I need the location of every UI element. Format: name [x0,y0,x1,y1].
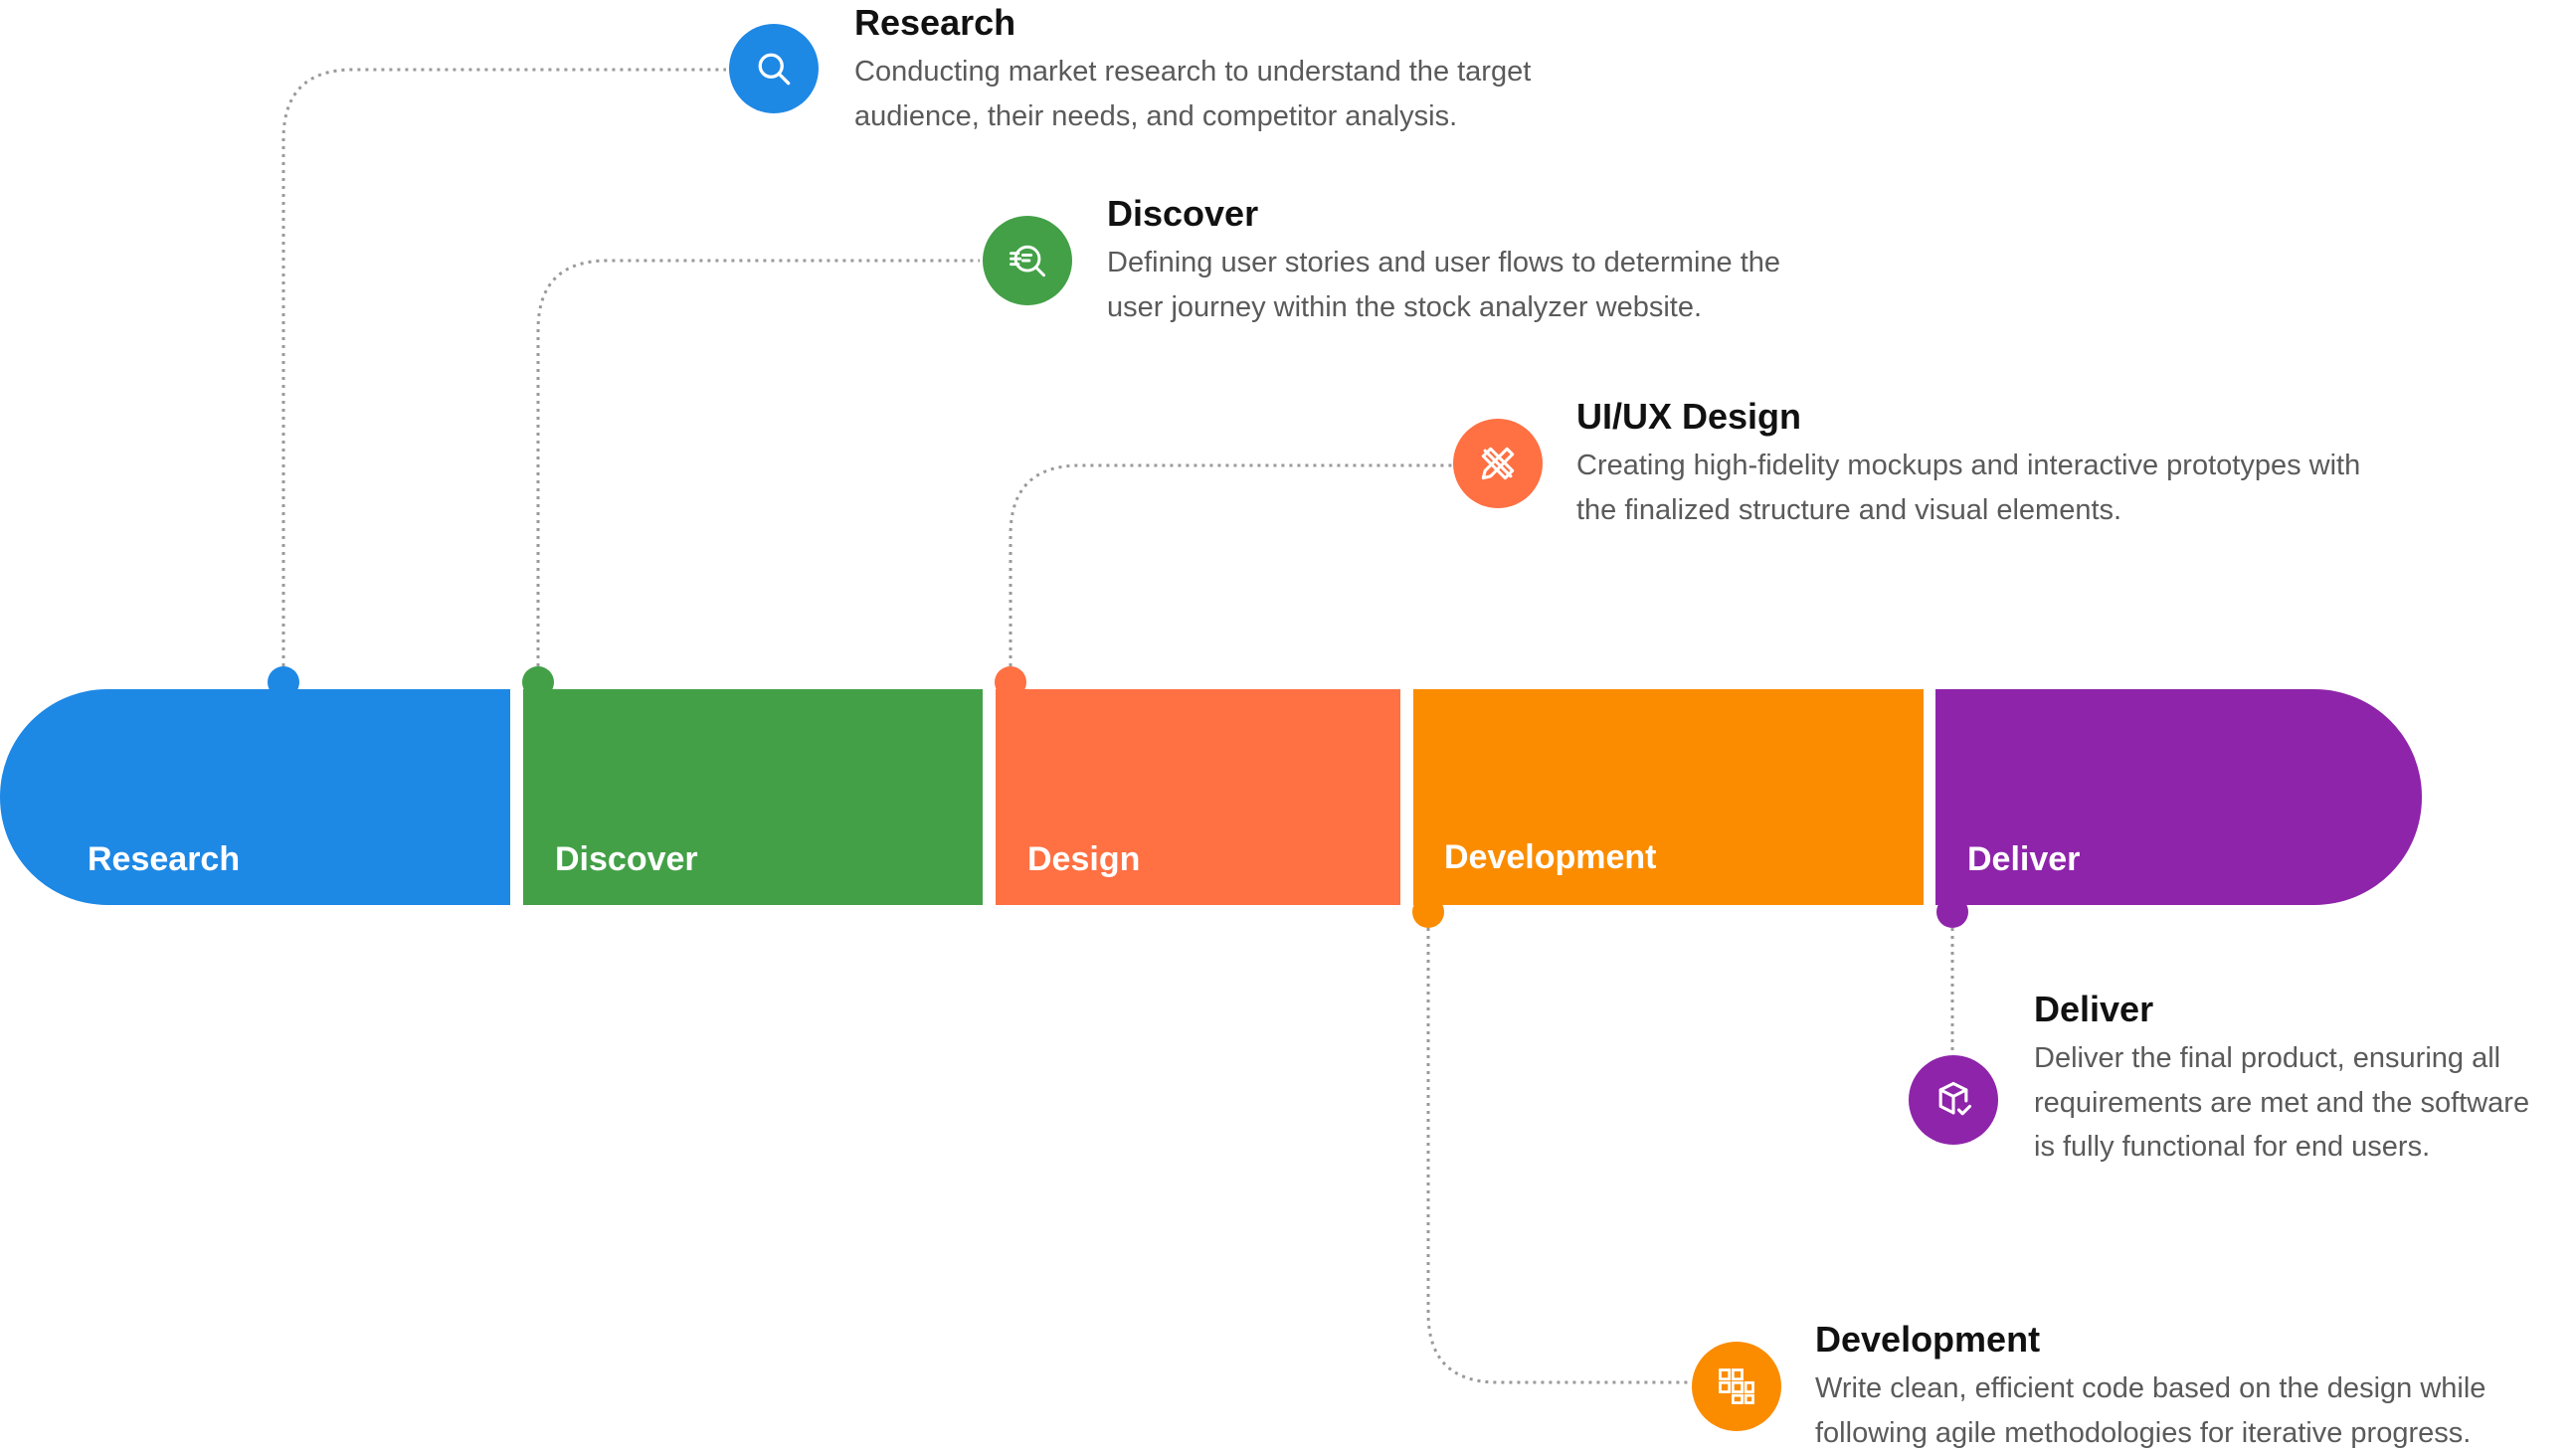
step-design-title: UI/UX Design [1576,396,1802,437]
blocks-icon [1719,1368,1754,1404]
step-research-badge [729,24,819,113]
stage-discover [523,689,983,905]
step-discover-title: Discover [1107,193,1259,234]
stage-deliver [1935,689,2422,905]
list-search-icon [1010,245,1045,277]
connector-research [281,68,726,682]
connector-discover [536,259,980,682]
step-development-badge [1692,1342,1781,1431]
step-discover-badge [983,216,1072,305]
package-check-icon [1938,1081,1972,1116]
stage-label-discover: Discover [555,840,698,878]
step-design-badge [1453,419,1543,508]
stage-label-deliver: Deliver [1967,840,2081,878]
step-development-title: Development [1815,1319,2041,1360]
stage-label-design: Design [1027,840,1141,878]
stage-label-research: Research [88,840,241,878]
step-research-title: Research [854,2,1016,43]
connector-development [1426,912,1691,1384]
stage-research [0,689,510,905]
pencil-ruler-icon [1481,447,1515,480]
step-development-description: Write clean, efficient code based on the… [1815,1372,2486,1449]
step-design-description: Creating high-fidelity mockups and inter… [1576,450,2361,526]
connector-design [1009,463,1452,682]
stage-development [1413,689,1924,905]
stage-design [996,689,1400,905]
stage-label-development: Development [1444,838,1657,876]
step-deliver-badge [1909,1055,1998,1145]
step-deliver-title: Deliver [2034,989,2154,1029]
search-icon [758,53,791,86]
step-discover-description: Defining user stories and user flows to … [1107,247,1781,323]
step-research-description: Conducting market research to understand… [854,56,1532,132]
step-deliver-description: Deliver the final product, ensuring all … [2034,1042,2530,1163]
